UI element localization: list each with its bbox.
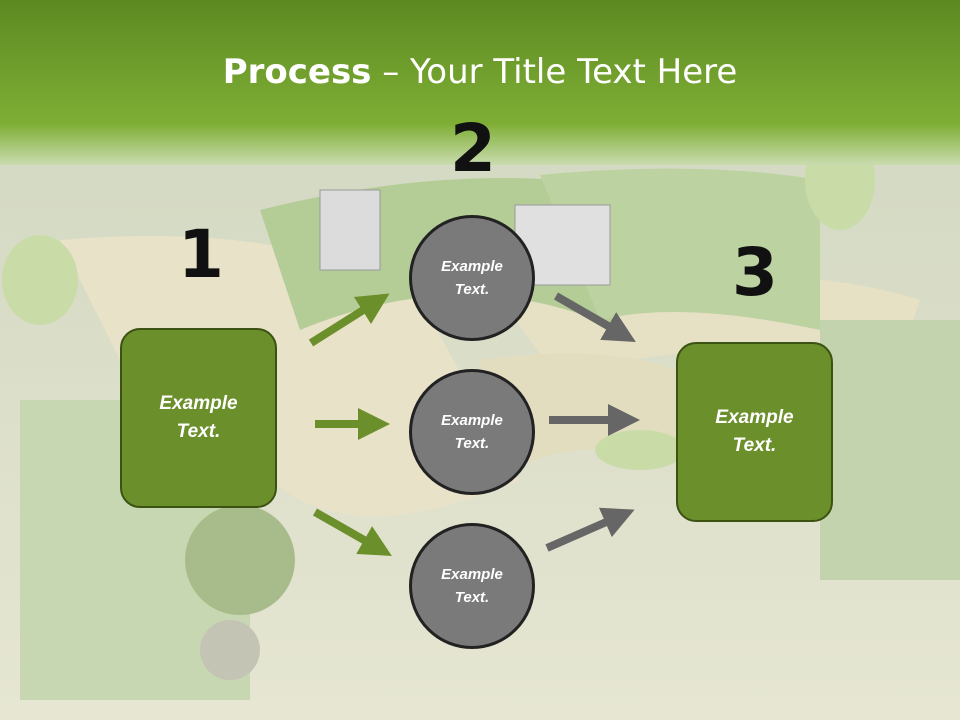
step-1-box: Example Text.	[120, 328, 277, 508]
arrow-gray-up-icon	[545, 507, 635, 552]
step-1-line2: Text.	[176, 421, 221, 442]
circle-bottom-line2: Text.	[454, 589, 490, 606]
arrow-right-down-icon	[313, 508, 392, 556]
step-3-box: Example Text.	[676, 342, 833, 522]
circle-middle-line2: Text.	[454, 435, 490, 452]
circle-top: Example Text.	[409, 215, 535, 341]
title-bold: Process	[222, 52, 372, 92]
step-1-line1: Example	[159, 392, 238, 414]
circle-middle: Example Text.	[409, 369, 535, 495]
circle-bottom: Example Text.	[409, 523, 535, 649]
circle-middle-line1: Example	[441, 411, 503, 429]
circle-top-line2: Text.	[454, 281, 490, 298]
slide-title: Process – Your Title Text Here	[0, 52, 960, 92]
circle-bottom-line1: Example	[441, 565, 503, 583]
arrow-gray-down-icon	[554, 292, 636, 342]
step-3-line1: Example	[715, 406, 794, 428]
title-rest: – Your Title Text Here	[371, 52, 738, 92]
step-number-1: 1	[178, 216, 224, 293]
step-number-2: 2	[450, 110, 496, 187]
arrow-right-up-icon	[308, 293, 390, 347]
step-number-3: 3	[732, 234, 778, 311]
circle-top-line1: Example	[441, 257, 503, 275]
step-3-line2: Text.	[732, 435, 777, 456]
